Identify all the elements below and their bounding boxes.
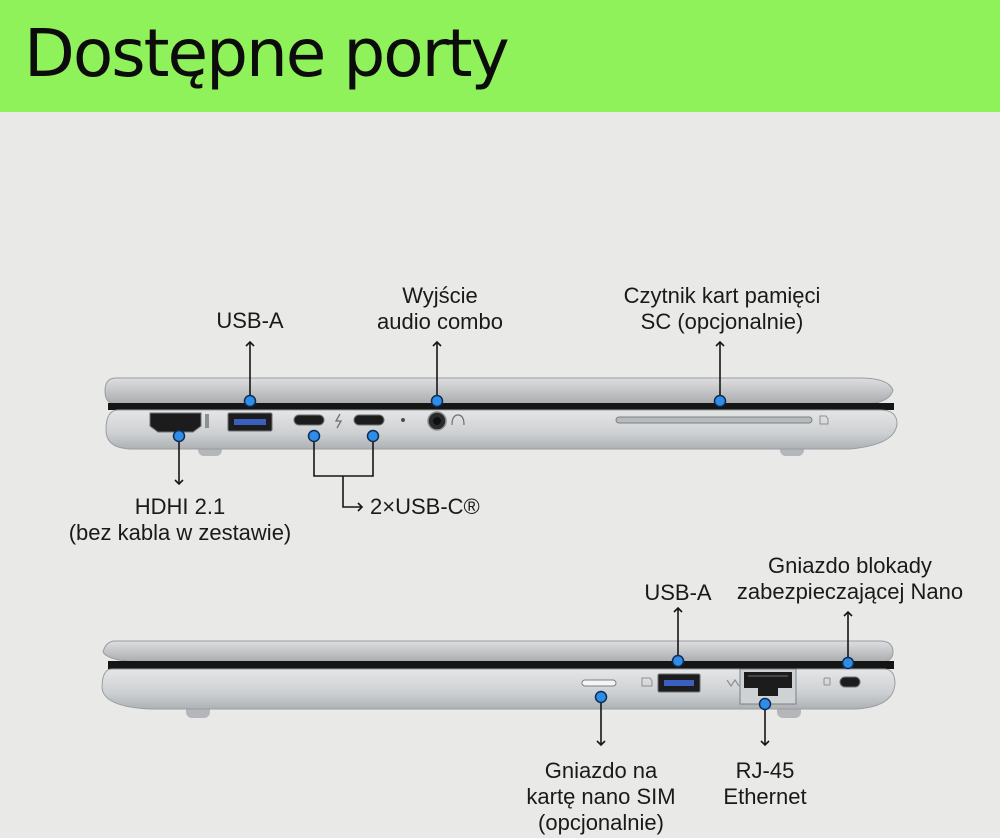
label-nano-lock: Gniazdo blokady zabezpieczającej Nano: [736, 553, 964, 604]
marker-card-reader: [713, 394, 727, 408]
usb-c-port-1: [293, 414, 325, 426]
hdmi-port: [149, 412, 209, 433]
marker-usb-c-1: [307, 429, 321, 443]
page-title: Dostępne porty: [24, 15, 510, 92]
marker-rj45: [758, 697, 772, 711]
callouts-right-side: [596, 606, 853, 747]
laptop-illustration: [101, 340, 898, 747]
callouts-left-side: [174, 340, 725, 512]
audio-jack: [427, 411, 465, 431]
nano-lock-slot: [823, 676, 861, 688]
label-usb-a-right: USB-A: [644, 580, 712, 605]
marker-usb-a-left: [243, 394, 257, 408]
label-rj45: RJ-45 Ethernet: [723, 758, 807, 809]
marker-sim: [594, 690, 608, 704]
laptop-right-side: [101, 640, 896, 718]
label-hdmi: HDHI 2.1 (bez kabla w zestawie): [68, 494, 292, 545]
usb-a-port-left: [227, 412, 273, 432]
header-banner: [0, 0, 1000, 112]
laptop-left-side: [104, 377, 898, 456]
marker-audio: [430, 394, 444, 408]
marker-lock: [841, 656, 855, 670]
label-audio: Wyjście audio combo: [377, 283, 503, 334]
label-usb-c: 2×USB-C®: [370, 494, 480, 519]
label-usb-a-left: USB-A: [216, 308, 284, 333]
card-reader-slot: [615, 415, 829, 425]
label-card-reader: Czytnik kart pamięci SC (opcjonalnie): [623, 283, 821, 334]
usb-a-port-right: [641, 673, 701, 693]
label-sim: Gniazdo na kartę nano SIM (opcjonalnie): [526, 758, 676, 835]
rj45-port: [726, 668, 797, 705]
marker-hdmi: [172, 429, 186, 443]
marker-usb-c-2: [366, 429, 380, 443]
sim-slot: [581, 679, 617, 687]
marker-usb-a-right: [671, 654, 685, 668]
usb-c-port-2: [353, 414, 385, 426]
